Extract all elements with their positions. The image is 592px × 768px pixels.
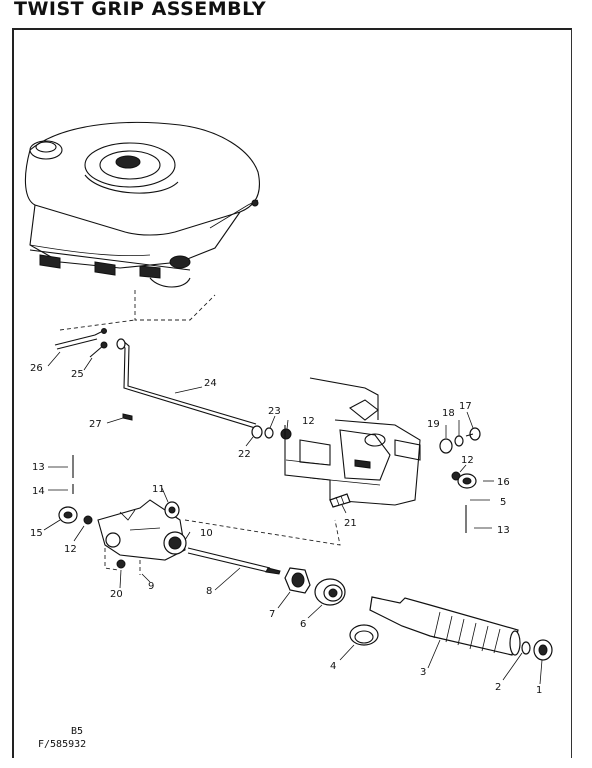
phantom-lines-housing — [104, 519, 341, 571]
part-12-nut-left — [83, 515, 93, 525]
part-16-knob — [457, 473, 477, 489]
part-23-washer — [264, 427, 274, 439]
part-18-washer — [454, 435, 464, 447]
callout-2: 2 — [495, 682, 501, 693]
part-24-rod — [116, 338, 257, 429]
callout-4: 4 — [330, 661, 336, 672]
callout-21: 21 — [344, 518, 357, 529]
callout-1: 1 — [536, 685, 542, 696]
callout-22: 22 — [238, 449, 251, 460]
engine-housing-illustration — [24, 121, 260, 288]
part-6-bearing — [314, 578, 346, 606]
part-22-washer — [251, 425, 263, 439]
part-7-gear — [284, 567, 311, 594]
crankcase-bracket-illustration — [284, 377, 421, 506]
callout-27: 27 — [89, 419, 102, 430]
callout-17: 17 — [459, 401, 472, 412]
diagram-frame — [12, 28, 572, 758]
callout-18: 18 — [442, 408, 455, 419]
page-title: TWIST GRIP ASSEMBLY — [14, 0, 267, 20]
callout-10: 10 — [200, 528, 213, 539]
callout-16: 16 — [497, 477, 510, 488]
callout-20: 20 — [110, 589, 123, 600]
part-1-cap — [533, 639, 553, 661]
callout-13-right: 13 — [497, 525, 510, 536]
callout-25: 25 — [71, 369, 84, 380]
part-19-washer — [439, 438, 453, 454]
callout-15: 15 — [30, 528, 43, 539]
leader-lines — [43, 351, 543, 685]
part-4-ring — [349, 624, 379, 646]
part-25-screw — [89, 341, 108, 358]
callout-labels: 26 25 24 27 23 12 22 19 18 17 12 16 5 13… — [30, 363, 542, 696]
callout-14: 14 — [32, 486, 45, 497]
part-17-screw — [465, 427, 481, 441]
callout-26: 26 — [30, 363, 43, 374]
callout-6: 6 — [300, 619, 306, 630]
callout-12-upper: 12 — [302, 416, 315, 427]
part-26-bracket — [54, 328, 107, 350]
callout-24: 24 — [204, 378, 217, 389]
callout-12-left: 12 — [64, 544, 77, 555]
callout-12-right: 12 — [461, 455, 474, 466]
callout-19: 19 — [427, 419, 440, 430]
part-20-screw — [116, 559, 126, 569]
part-27-clip — [122, 413, 133, 421]
callout-7: 7 — [269, 609, 275, 620]
part-11-cap — [164, 501, 180, 519]
part-10-housing — [97, 499, 187, 561]
part-2-washer — [521, 641, 531, 655]
figure-code: B5 — [71, 726, 84, 737]
part-8-shaft — [187, 547, 281, 575]
callout-13-left: 13 — [32, 462, 45, 473]
phantom-lines-engine — [59, 290, 216, 331]
part-number: F/585932 — [38, 739, 87, 750]
part-3-twist-grip — [369, 596, 521, 656]
callout-11: 11 — [152, 484, 165, 495]
callout-23: 23 — [268, 406, 281, 417]
part-21-bolt — [329, 493, 351, 508]
callout-8: 8 — [206, 586, 212, 597]
callout-5: 5 — [500, 497, 506, 508]
part-12-nut-upper — [280, 428, 292, 440]
callout-3: 3 — [420, 667, 426, 678]
part-15-knob — [58, 506, 78, 524]
callout-9: 9 — [148, 581, 154, 592]
